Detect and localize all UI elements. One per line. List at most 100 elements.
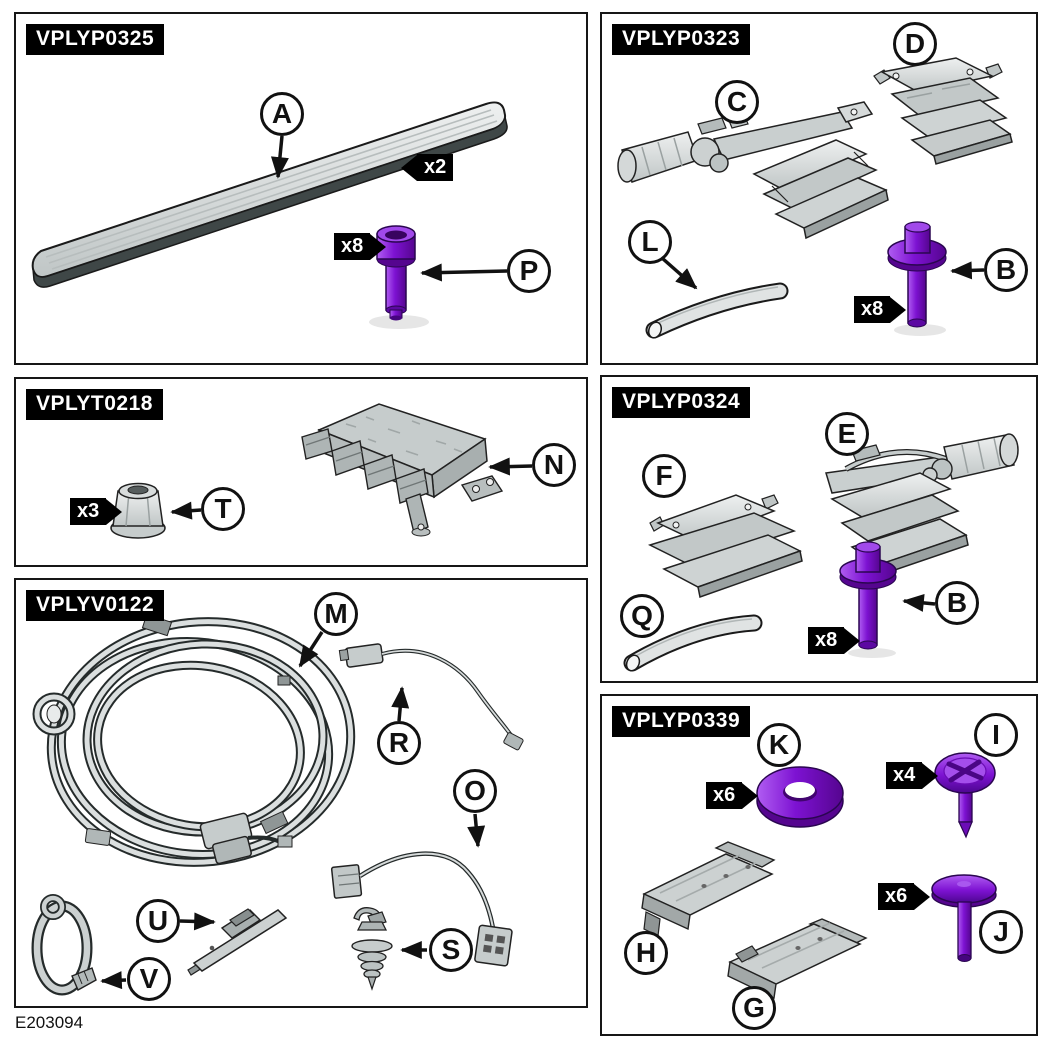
callout-letter: C	[726, 86, 748, 117]
part-m-wiring-harness	[32, 613, 356, 867]
part-s-fir-tree-clip	[351, 907, 393, 991]
part-h-bracket-tray	[641, 841, 776, 937]
panel-vplyp0324-artwork	[623, 433, 1019, 672]
callout-letter: D	[904, 28, 926, 59]
callout-letter: T	[214, 493, 232, 524]
panel-vplyp0323: VPLYP0323 C D L B x8	[600, 12, 1038, 365]
panel-vplyp0339-artwork	[641, 752, 997, 1000]
callout-letter: O	[464, 775, 486, 806]
part-o-jumper-harness	[330, 851, 513, 967]
callout-f: F	[642, 454, 686, 498]
kit-code-label: VPLYV0122	[26, 590, 165, 621]
callout-letter: E	[837, 418, 857, 449]
qty-tag-x8: x8	[854, 296, 907, 323]
part-r-jumper-harness	[338, 643, 524, 751]
qty-tag-x2: x2	[401, 154, 454, 181]
leader-arrows	[270, 135, 508, 282]
kit-code-label: VPLYP0325	[26, 24, 165, 55]
callout-letter: I	[992, 719, 1000, 750]
callout-letter: B	[995, 254, 1017, 285]
panel-vplyp0324: VPLYP0324 F E Q B x8	[600, 375, 1038, 683]
callout-q: Q	[620, 594, 664, 638]
panel-vplyp0325-artwork	[31, 101, 508, 329]
callout-b: B	[935, 581, 979, 625]
panel-vplyv0122: VPLYV0122 M R O U S V	[14, 578, 588, 1008]
part-u-antenna-strip	[187, 908, 288, 976]
right-arrow-icon	[922, 762, 939, 789]
callout-g: G	[732, 986, 776, 1030]
panel-vplyp0323-artwork	[617, 57, 1013, 339]
callout-letter: U	[147, 905, 169, 936]
callout-p: P	[507, 249, 551, 293]
part-v-hose-clamp	[31, 894, 97, 996]
qty-tag-x3: x3	[70, 498, 123, 525]
callout-a: A	[260, 92, 304, 136]
callout-b: B	[984, 248, 1028, 292]
right-arrow-icon	[890, 296, 907, 323]
panel-vplyv0122-artwork	[31, 613, 524, 996]
callout-letter: B	[946, 587, 968, 618]
right-arrow-icon	[844, 627, 861, 654]
part-d-step-mount-bracket	[873, 57, 1013, 165]
left-arrow-icon	[401, 154, 417, 181]
callout-n: N	[532, 443, 576, 487]
qty-tag-x6-pin: x6	[878, 883, 931, 910]
callout-l: L	[628, 220, 672, 264]
callout-o: O	[453, 769, 497, 813]
leader-arrows	[100, 631, 486, 990]
callout-letter: S	[441, 934, 461, 965]
part-l-finisher-strip	[645, 282, 789, 339]
part-a-door-sill-strip	[31, 101, 508, 288]
qty-tag-x6: x6	[706, 782, 759, 809]
callout-d: D	[893, 22, 937, 66]
callout-letter: N	[543, 449, 565, 480]
callout-letter: K	[768, 729, 790, 760]
callout-letter: L	[641, 226, 659, 257]
panel-vplyt0218-artwork	[110, 403, 533, 539]
part-k-washer	[756, 766, 844, 828]
part-e-deploy-motor-assembly	[825, 433, 1019, 576]
right-arrow-icon	[742, 782, 759, 809]
kit-code-label: VPLYP0323	[612, 24, 751, 55]
kit-code-label: VPLYP0339	[612, 706, 751, 737]
callout-letter: F	[655, 460, 673, 491]
callout-k: K	[757, 723, 801, 767]
part-j-mushroom-rivet	[931, 874, 997, 962]
part-i-screw	[934, 752, 996, 839]
callout-v: V	[127, 957, 171, 1001]
figure-code: E203094	[15, 1013, 84, 1032]
right-arrow-icon	[370, 233, 387, 260]
callout-s: S	[429, 928, 473, 972]
right-arrow-icon	[106, 498, 123, 525]
panel-vplyp0339: VPLYP0339 K I H G J x6 x4 x6	[600, 694, 1038, 1036]
panel-vplyt0218: VPLYT0218 T N x3	[14, 377, 588, 567]
callout-u: U	[136, 899, 180, 943]
qty-tag-x8: x8	[334, 233, 387, 260]
part-c-deploy-motor-assembly	[617, 101, 889, 240]
qty-tag-x8: x8	[808, 627, 861, 654]
callout-letter: M	[324, 598, 348, 629]
panel-vplyp0325: VPLYP0325 A P x2 x8	[14, 12, 588, 365]
callout-letter: J	[993, 916, 1009, 947]
callout-m: M	[314, 592, 358, 636]
leader-arrows	[902, 593, 936, 612]
qty-tag-x4: x4	[886, 762, 939, 789]
leader-arrows	[170, 457, 533, 520]
callout-letter: G	[743, 992, 765, 1023]
part-b-flange-bolt	[839, 541, 897, 658]
callout-t: T	[201, 487, 245, 531]
callout-i: I	[974, 713, 1018, 757]
callout-letter: P	[519, 255, 539, 286]
callout-r: R	[377, 721, 421, 765]
part-n-control-module	[301, 403, 504, 537]
callout-letter: A	[271, 98, 293, 129]
callout-letter: Q	[631, 600, 653, 631]
part-t-flange-nut	[110, 482, 166, 539]
callout-c: C	[715, 80, 759, 124]
part-b-flange-bolt	[887, 221, 947, 336]
callout-j: J	[979, 910, 1023, 954]
part-q-finisher-strip	[623, 614, 763, 672]
callout-letter: V	[139, 963, 159, 994]
kit-code-label: VPLYP0324	[612, 387, 751, 418]
